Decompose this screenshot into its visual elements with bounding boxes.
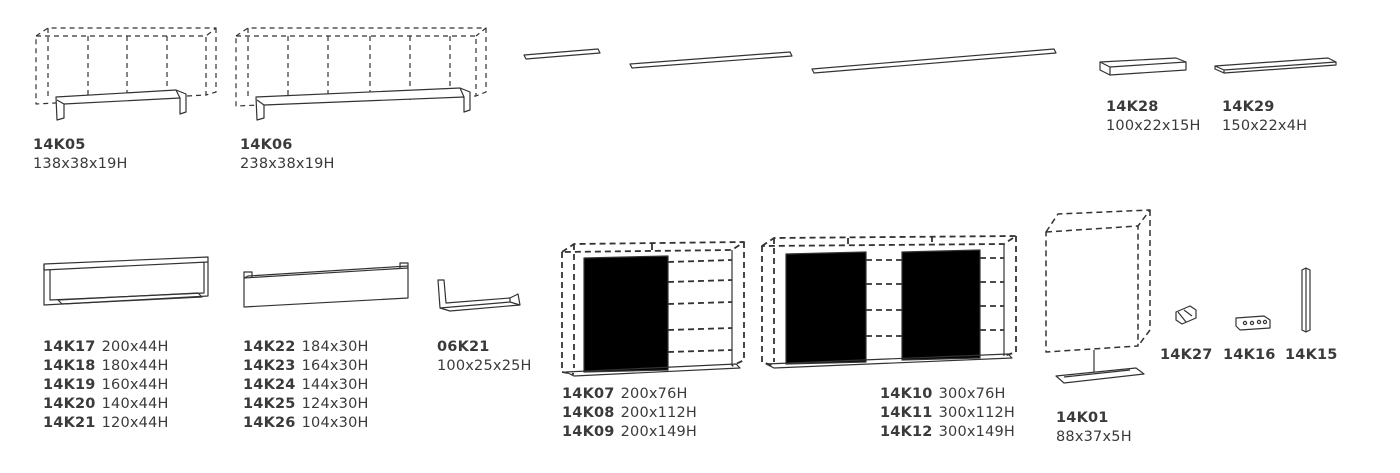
item-14k22-drawing: [243, 262, 409, 308]
item-14k29-drawing: [1214, 57, 1337, 74]
item-14k07-drawing: [561, 241, 745, 377]
product-code: 14K27: [1160, 347, 1213, 363]
label-14k15: 14K15: [1285, 346, 1338, 365]
product-dimensions: 100x25x25H: [437, 358, 532, 374]
item-06k21-drawing: [437, 279, 521, 312]
item-14k27-drawing: [1175, 305, 1197, 325]
product-dimensions: 150x22x4H: [1222, 118, 1308, 134]
product-code: 14K28: [1106, 99, 1159, 115]
product-code: 06K21: [437, 339, 490, 355]
item-14k06-drawing: [235, 27, 487, 121]
product-dimensions: 138x38x19H: [33, 156, 128, 172]
label-14k16: 14K16: [1223, 346, 1276, 365]
product-dimensions: 238x38x19H: [240, 156, 335, 172]
item-14k01-drawing: [1045, 209, 1151, 384]
item-14k10-drawing: [761, 235, 1017, 369]
label-14k05: 14K05 138x38x19H: [33, 136, 128, 174]
product-code: 14K06: [240, 137, 293, 153]
item-14k16-drawing: [1235, 315, 1271, 331]
label-14k27: 14K27: [1160, 346, 1213, 365]
product-code: 14K16: [1223, 347, 1276, 363]
label-14k28: 14K28 100x22x15H: [1106, 98, 1201, 136]
item-14k17-drawing: [43, 256, 209, 306]
item-14k15-drawing: [1301, 267, 1311, 333]
label-14k06: 14K06 238x38x19H: [240, 136, 335, 174]
label-14k01: 14K01 88x37x5H: [1056, 409, 1132, 447]
item-14k05-drawing: [35, 27, 217, 121]
label-14k29: 14K29 150x22x4H: [1222, 98, 1307, 136]
product-code: 14K29: [1222, 99, 1275, 115]
product-code: 14K15: [1285, 347, 1338, 363]
product-code: 14K01: [1056, 410, 1109, 426]
product-dimensions: 100x22x15H: [1106, 118, 1201, 134]
product-code: 14K05: [33, 137, 86, 153]
thin-shelves-drawing: [523, 48, 1057, 74]
product-dimensions: 88x37x5H: [1056, 429, 1132, 445]
label-06k21: 06K21 100x25x25H: [437, 338, 532, 376]
item-14k28-drawing: [1099, 57, 1187, 76]
